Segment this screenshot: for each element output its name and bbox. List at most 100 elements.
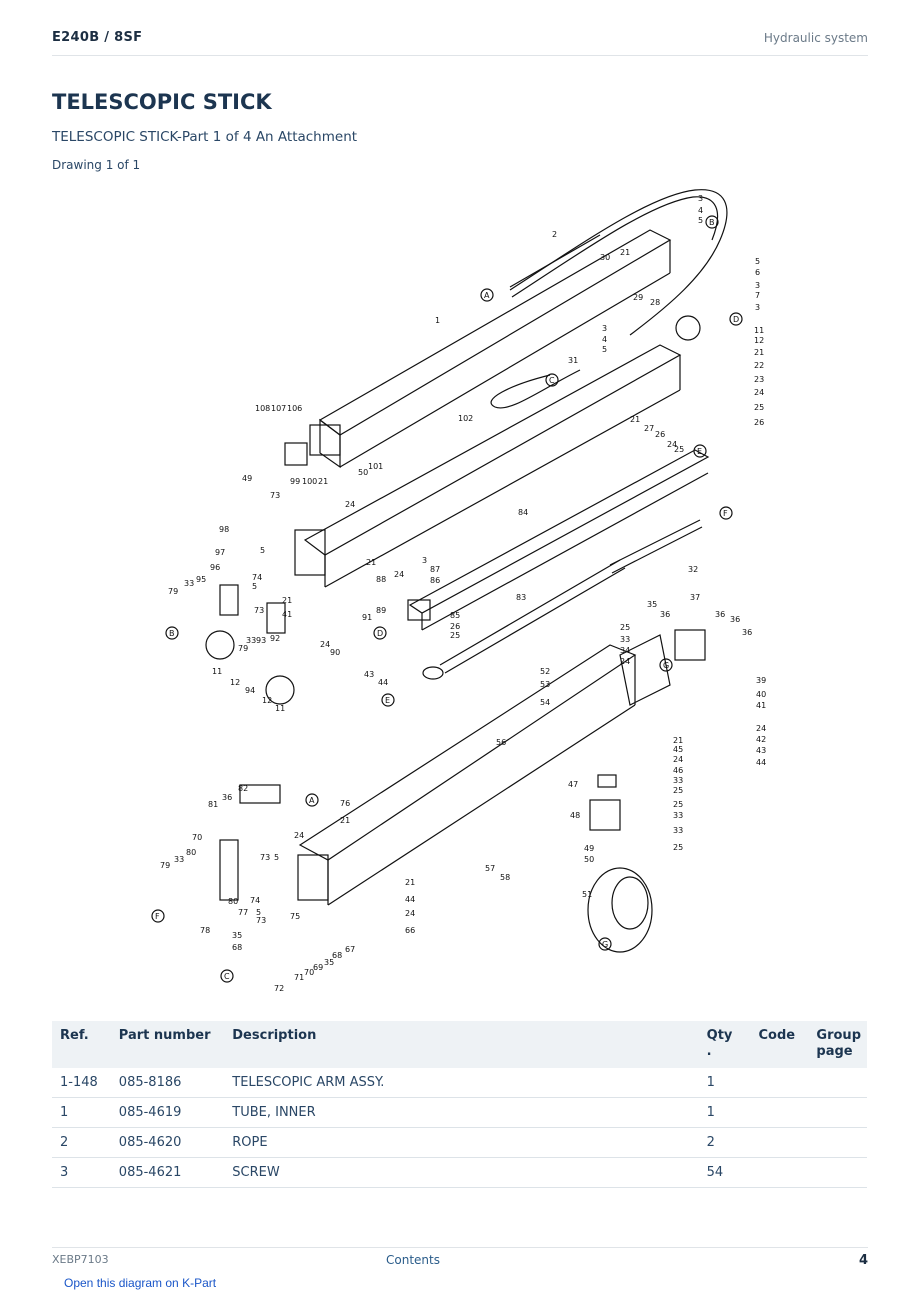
svg-text:21: 21 [630, 415, 640, 424]
svg-text:30: 30 [600, 253, 610, 262]
svg-text:76: 76 [340, 799, 350, 808]
svg-text:29: 29 [633, 293, 643, 302]
svg-text:99: 99 [290, 477, 300, 486]
svg-text:22: 22 [754, 361, 764, 370]
col-part-number: Part number [110, 1021, 225, 1068]
contents-link[interactable]: Contents [386, 1253, 440, 1267]
footer-doc-id: XEBP7103 [52, 1253, 109, 1266]
svg-text:88: 88 [376, 575, 386, 584]
svg-text:73: 73 [270, 491, 280, 500]
cell-description: ROPE [224, 1127, 699, 1158]
svg-text:71: 71 [294, 973, 304, 982]
svg-text:73: 73 [256, 916, 266, 925]
svg-text:46: 46 [673, 766, 683, 775]
svg-text:33: 33 [673, 826, 683, 835]
cell-ref: 1 [52, 1097, 111, 1128]
svg-text:84: 84 [518, 508, 528, 517]
svg-text:B: B [169, 629, 175, 638]
svg-text:43: 43 [364, 670, 374, 679]
svg-text:74: 74 [250, 896, 260, 905]
svg-text:33: 33 [174, 855, 184, 864]
svg-text:33: 33 [673, 811, 683, 820]
svg-text:51: 51 [582, 890, 592, 899]
parts-table: Ref. Part number Description Qty . Code … [52, 1021, 867, 1188]
svg-text:83: 83 [516, 593, 526, 602]
svg-text:92: 92 [270, 634, 280, 643]
svg-text:39: 39 [756, 676, 766, 685]
cell-group-page [808, 1068, 867, 1098]
cell-qty: 1 [698, 1068, 751, 1098]
svg-text:11: 11 [212, 667, 222, 676]
svg-text:74: 74 [252, 573, 262, 582]
cell-qty: 1 [698, 1097, 751, 1128]
svg-text:97: 97 [215, 548, 225, 557]
svg-text:11: 11 [754, 326, 764, 335]
svg-text:68: 68 [232, 943, 242, 952]
svg-text:26: 26 [754, 418, 764, 427]
open-kpart-link[interactable]: Open this diagram on K-Part [64, 1276, 217, 1290]
table-row: 1-148 085-8186 TELESCOPIC ARM ASSY. 1 [52, 1068, 867, 1098]
svg-text:36: 36 [742, 628, 752, 637]
svg-text:26: 26 [450, 622, 460, 631]
svg-text:40: 40 [756, 690, 766, 699]
svg-text:21: 21 [318, 477, 328, 486]
svg-text:33: 33 [620, 635, 630, 644]
svg-text:70: 70 [192, 833, 202, 842]
col-qty: Qty . [698, 1021, 751, 1068]
svg-text:37: 37 [690, 593, 700, 602]
svg-text:35: 35 [232, 931, 242, 940]
cell-description: SCREW [224, 1157, 699, 1188]
cell-description: TELESCOPIC ARM ASSY. [224, 1068, 699, 1098]
drawing-count: Drawing 1 of 1 [52, 158, 141, 172]
svg-text:G: G [663, 661, 669, 670]
svg-text:41: 41 [756, 701, 766, 710]
col-ref: Ref. [52, 1021, 111, 1068]
svg-text:93: 93 [256, 636, 266, 645]
svg-text:49: 49 [584, 844, 594, 853]
svg-text:36: 36 [730, 615, 740, 624]
svg-text:82: 82 [238, 784, 248, 793]
svg-text:24: 24 [405, 909, 415, 918]
svg-text:27: 27 [644, 424, 654, 433]
svg-text:98: 98 [219, 525, 229, 534]
cell-group-page [808, 1097, 867, 1128]
svg-text:24: 24 [320, 640, 330, 649]
col-description: Description [224, 1021, 699, 1068]
page-title: TELESCOPIC STICK [52, 90, 272, 114]
svg-text:21: 21 [340, 816, 350, 825]
svg-text:48: 48 [570, 811, 580, 820]
svg-text:44: 44 [756, 758, 766, 767]
svg-text:45: 45 [673, 745, 683, 754]
svg-text:35: 35 [647, 600, 657, 609]
svg-text:73: 73 [260, 853, 270, 862]
footer-rule [52, 1247, 868, 1248]
cell-part-number: 085-8186 [110, 1068, 225, 1098]
page-number: 4 [858, 1253, 868, 1268]
svg-text:43: 43 [756, 746, 766, 755]
svg-text:21: 21 [673, 736, 683, 745]
svg-text:6: 6 [755, 268, 760, 277]
svg-text:36: 36 [222, 793, 232, 802]
table-header-row: Ref. Part number Description Qty . Code … [52, 1021, 867, 1068]
svg-text:58: 58 [500, 873, 510, 882]
svg-text:21: 21 [405, 878, 415, 887]
svg-text:21: 21 [282, 596, 292, 605]
svg-text:26: 26 [655, 430, 665, 439]
header-model: E240B / 8SF [52, 30, 143, 45]
svg-text:D: D [733, 315, 739, 324]
svg-text:24: 24 [756, 724, 766, 733]
svg-text:3: 3 [755, 281, 760, 290]
cell-code [750, 1097, 809, 1128]
svg-text:31: 31 [568, 356, 578, 365]
svg-text:D: D [377, 629, 383, 638]
cell-ref: 1-148 [52, 1068, 111, 1098]
svg-text:85: 85 [450, 611, 460, 620]
cell-part-number: 085-4620 [110, 1127, 225, 1158]
svg-text:E: E [385, 696, 390, 705]
svg-text:3: 3 [755, 303, 760, 312]
svg-text:C: C [549, 376, 555, 385]
svg-text:25: 25 [620, 623, 630, 632]
header-section: Hydraulic system [763, 31, 868, 45]
svg-text:12: 12 [230, 678, 240, 687]
